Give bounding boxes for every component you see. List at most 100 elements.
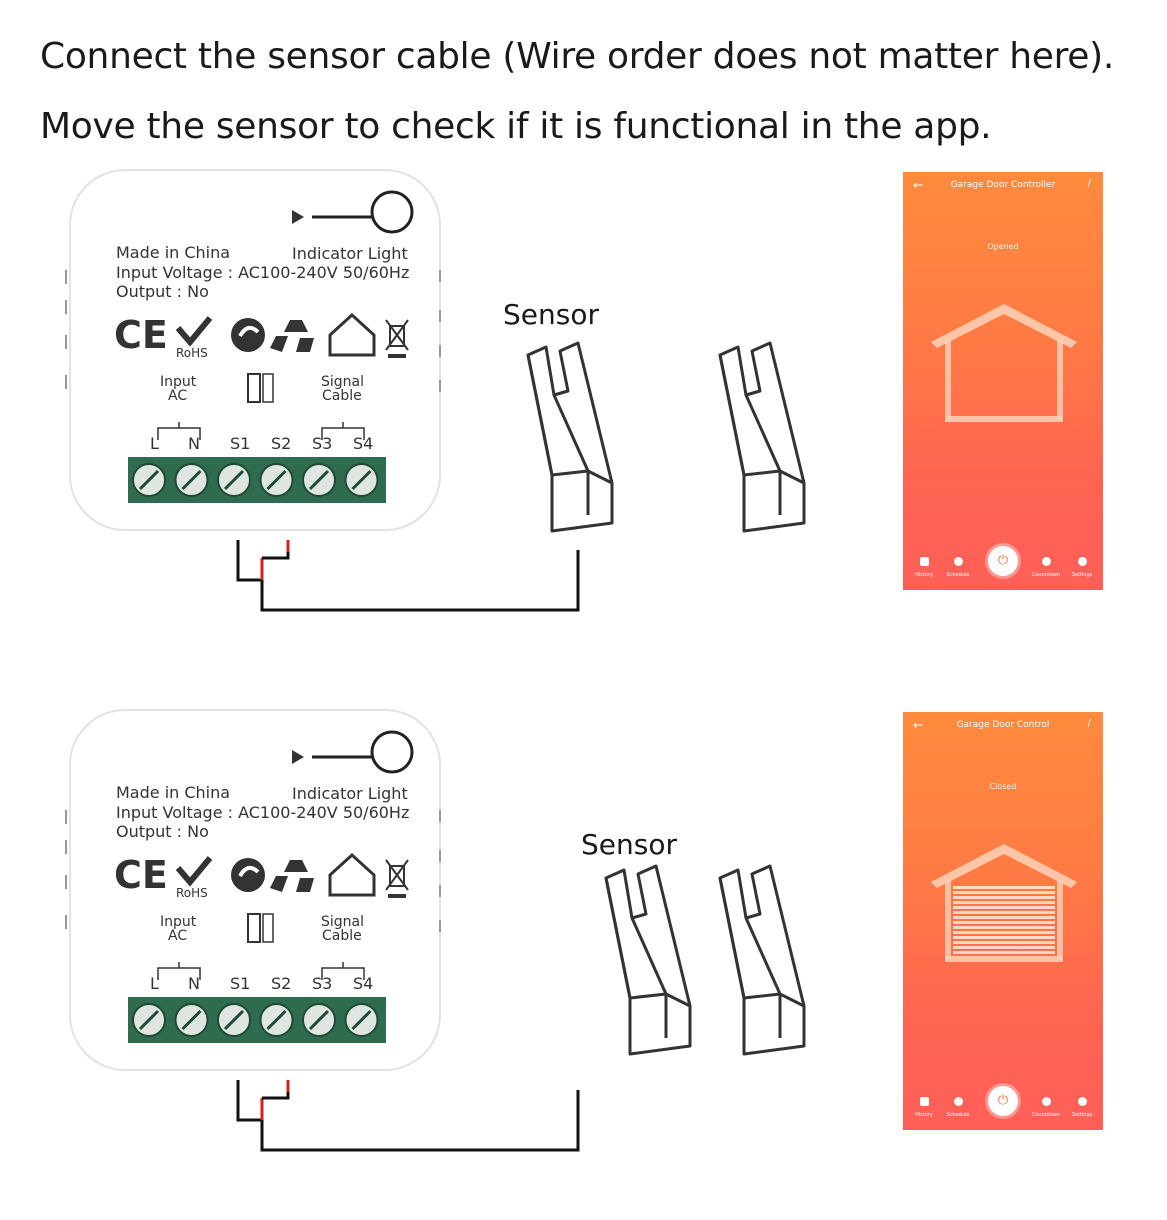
settings-icon bbox=[1077, 1097, 1087, 1106]
terminal-S2-label: S2 bbox=[271, 434, 291, 453]
garage-door-slats bbox=[953, 886, 1055, 954]
instructions: Connect the sensor cable (Wire order doe… bbox=[40, 22, 1160, 162]
terminal-S1-label: S1 bbox=[230, 434, 250, 453]
app-bottom-bar: History Schedule ⏻ Countdown Settings bbox=[903, 1072, 1103, 1130]
door-slat bbox=[953, 916, 1055, 919]
app-topbar: ← Garage Door Control ∕ bbox=[903, 712, 1103, 742]
back-arrow-icon[interactable]: ← bbox=[913, 718, 924, 732]
settings-icon bbox=[1077, 557, 1087, 566]
edit-pencil-icon[interactable]: ∕ bbox=[1087, 178, 1091, 189]
door-slat bbox=[953, 951, 1055, 954]
recycle-dot-icon bbox=[231, 858, 265, 892]
nav-settings-label: Settings bbox=[1071, 572, 1093, 578]
terminal-S2-label: S2 bbox=[271, 974, 291, 993]
input-label: Input bbox=[160, 374, 197, 390]
nav-settings[interactable]: Settings bbox=[1067, 1097, 1097, 1118]
back-arrow-icon[interactable]: ← bbox=[913, 178, 924, 192]
rohs-label: RoHS bbox=[176, 346, 208, 360]
history-icon bbox=[919, 1097, 929, 1106]
instruction-line-2: Move the sensor to check if it is functi… bbox=[40, 106, 992, 147]
nav-schedule-label: Schedule bbox=[946, 1112, 970, 1118]
sensor-label: Sensor bbox=[503, 298, 599, 331]
rohs-check-icon bbox=[175, 316, 213, 347]
app-bottom-bar: History Schedule ⏻ Countdown Settings bbox=[903, 532, 1103, 590]
weee-bin-icon bbox=[385, 859, 409, 898]
nav-settings-label: Settings bbox=[1071, 1112, 1093, 1118]
nav-schedule[interactable]: Schedule bbox=[943, 1097, 973, 1118]
sensor-label: Sensor bbox=[581, 828, 677, 861]
input-sub-label: AC bbox=[168, 388, 187, 404]
terminal-L-label: L bbox=[150, 974, 159, 993]
module-clips bbox=[65, 810, 441, 932]
recycle-dot-icon bbox=[231, 318, 265, 352]
indicator-light-icon bbox=[370, 730, 414, 774]
nav-history-label: History bbox=[915, 572, 933, 578]
house-icon bbox=[328, 312, 376, 357]
door-slat bbox=[953, 946, 1055, 949]
nav-history-label: History bbox=[915, 1112, 933, 1118]
terminal-N-label: N bbox=[188, 434, 200, 453]
magnetic-sensor-part-b bbox=[718, 864, 806, 1056]
signal-label: Signal bbox=[321, 374, 364, 390]
garage-icon bbox=[931, 304, 1077, 422]
terminal-S3-label: S3 bbox=[312, 434, 332, 453]
nav-countdown-label: Countdown bbox=[1031, 572, 1061, 578]
nav-countdown[interactable]: Countdown bbox=[1031, 1097, 1061, 1118]
recycle-icon bbox=[270, 320, 314, 352]
terminal-screws bbox=[132, 463, 379, 497]
door-slat bbox=[953, 941, 1055, 944]
panel-opened: Made in China Indicator Light Input Volt… bbox=[0, 160, 1167, 680]
made-in-label: Made in China bbox=[116, 243, 230, 262]
input-sub-label: AC bbox=[168, 928, 187, 944]
countdown-icon bbox=[1041, 1097, 1051, 1106]
app-title: Garage Door Control bbox=[956, 720, 1050, 730]
app-topbar: ← Garage Door Controller ∕ bbox=[903, 172, 1103, 202]
nav-schedule-label: Schedule bbox=[946, 572, 970, 578]
power-icon: ⏻ bbox=[997, 553, 1009, 568]
terminal-S4-label: S4 bbox=[353, 434, 373, 453]
dip-switch-icon bbox=[247, 913, 261, 943]
wiring-diagram: Made in China Indicator Light Input Volt… bbox=[65, 709, 806, 1152]
made-in-label: Made in China bbox=[116, 783, 230, 802]
sensor-wire bbox=[236, 1080, 580, 1152]
door-slat bbox=[953, 921, 1055, 924]
door-slat bbox=[953, 936, 1055, 939]
door-slat bbox=[953, 911, 1055, 914]
schedule-icon bbox=[953, 1097, 963, 1106]
door-status: Closed bbox=[989, 782, 1017, 791]
terminal-block bbox=[128, 457, 386, 503]
terminal-S3-label: S3 bbox=[312, 974, 332, 993]
terminal-N-label: N bbox=[188, 974, 200, 993]
indicator-label: Indicator Light bbox=[292, 784, 408, 803]
magnetic-sensor-part-a bbox=[526, 341, 614, 533]
magnetic-sensor-part-b bbox=[718, 341, 806, 533]
signal-label: Signal bbox=[321, 914, 364, 930]
nav-countdown[interactable]: Countdown bbox=[1031, 557, 1061, 578]
door-slat bbox=[953, 891, 1055, 894]
edit-pencil-icon[interactable]: ∕ bbox=[1087, 718, 1091, 729]
power-button[interactable]: ⏻ bbox=[988, 1086, 1018, 1116]
nav-settings[interactable]: Settings bbox=[1067, 557, 1097, 578]
output-label: Output : No bbox=[116, 822, 209, 841]
app-screen: ← Garage Door Control ∕ Closed History S… bbox=[903, 712, 1103, 1130]
module-clips bbox=[65, 270, 441, 392]
ce-mark-icon: CE bbox=[114, 313, 168, 357]
rohs-label: RoHS bbox=[176, 886, 208, 900]
nav-history[interactable]: History bbox=[909, 557, 939, 578]
app-title: Garage Door Controller bbox=[950, 180, 1056, 190]
app-screen: ← Garage Door Controller ∕ Opened Histor… bbox=[903, 172, 1103, 590]
sensor-wire bbox=[236, 540, 580, 612]
countdown-icon bbox=[1041, 557, 1051, 566]
indicator-label: Indicator Light bbox=[292, 244, 408, 263]
indicator-arrow-icon bbox=[292, 750, 304, 764]
garage-icon bbox=[931, 844, 1077, 962]
voltage-label: Input Voltage : AC100-240V 50/60Hz bbox=[116, 803, 409, 822]
terminal-S4-label: S4 bbox=[353, 974, 373, 993]
dip-switch-icon bbox=[247, 373, 261, 403]
nav-schedule[interactable]: Schedule bbox=[943, 557, 973, 578]
instruction-line-1: Connect the sensor cable (Wire order doe… bbox=[40, 36, 1115, 77]
nav-history[interactable]: History bbox=[909, 1097, 939, 1118]
power-button[interactable]: ⏻ bbox=[988, 546, 1018, 576]
door-slat bbox=[953, 906, 1055, 909]
voltage-label: Input Voltage : AC100-240V 50/60Hz bbox=[116, 263, 409, 282]
